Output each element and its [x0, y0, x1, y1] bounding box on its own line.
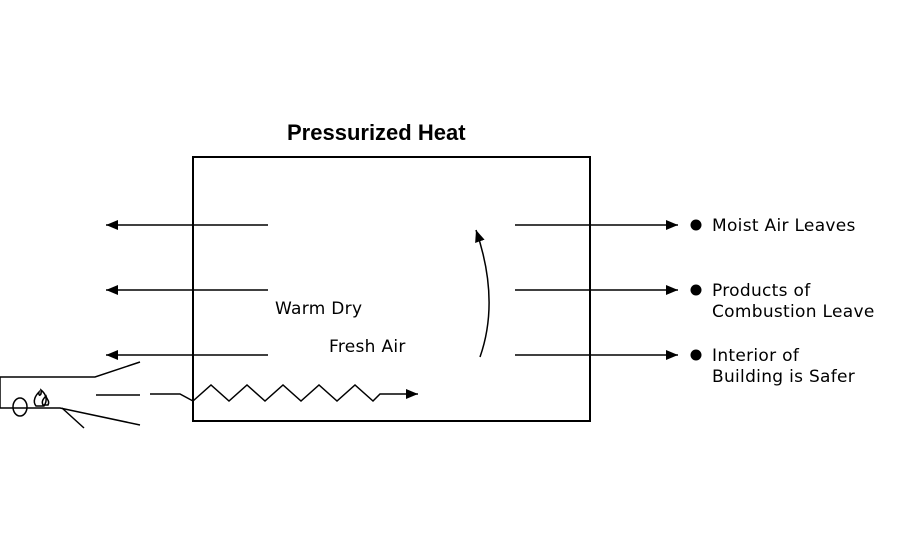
center-label-line1: Warm Dry	[275, 299, 362, 319]
airflow-curved-arrow	[475, 229, 490, 358]
outcome-2-line1: Products of	[712, 281, 811, 301]
outcome-1-line1: Moist Air Leaves	[712, 216, 856, 236]
bullet-dot-icon	[690, 219, 702, 231]
heater-icon	[0, 361, 141, 429]
outcome-3-line2: Building is Safer	[712, 367, 855, 387]
center-label-line2: Fresh Air	[329, 337, 406, 357]
outcome-3-line1: Interior of	[712, 346, 800, 366]
bullet-dot-icon	[690, 284, 702, 296]
building-box	[192, 156, 591, 422]
diagram-title: Pressurized Heat	[287, 120, 466, 145]
flame-icon	[33, 388, 50, 407]
outcome-2-line2: Combustion Leave	[712, 302, 875, 322]
bullet-dot-icon	[690, 349, 702, 361]
heated-air-zigzag-arrow	[150, 383, 418, 403]
